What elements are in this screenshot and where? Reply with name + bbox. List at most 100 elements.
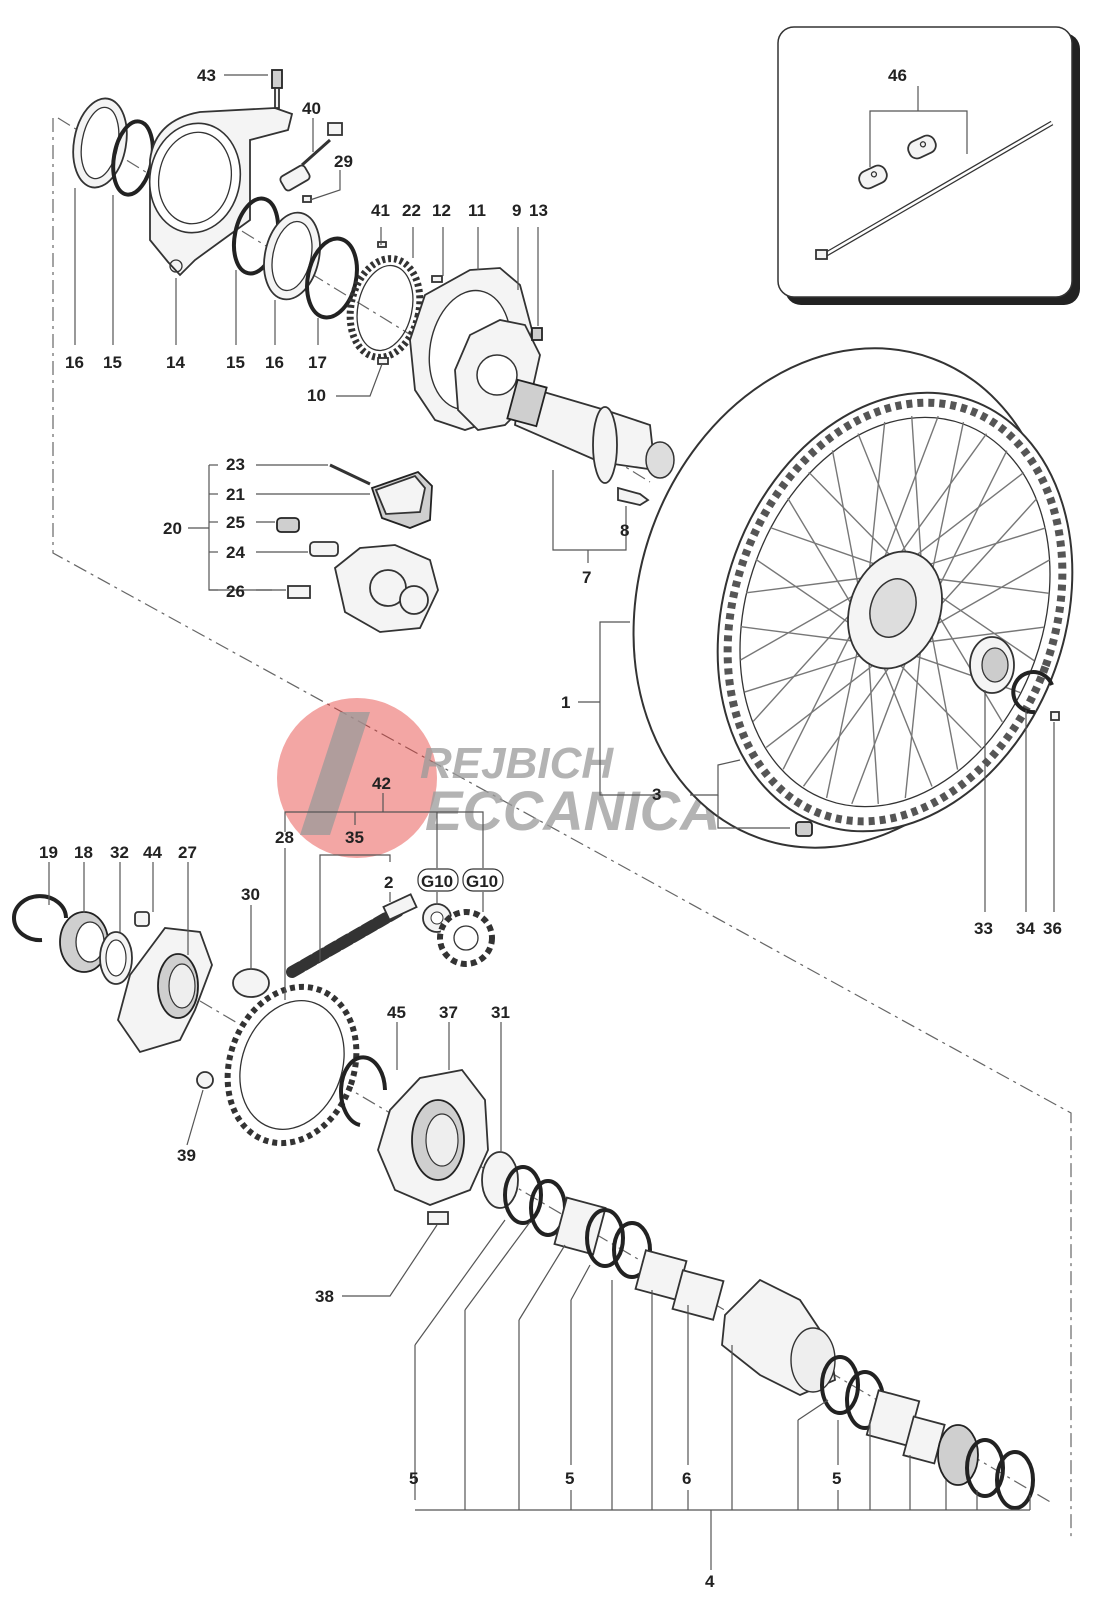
wheel-spoke bbox=[851, 654, 910, 805]
wheel-spoke bbox=[782, 627, 855, 770]
label-34: 34 bbox=[1016, 919, 1035, 938]
label-33: 33 bbox=[974, 919, 993, 938]
label-31: 31 bbox=[491, 1003, 510, 1022]
wheel-spoke bbox=[911, 416, 923, 567]
wheel-spoke bbox=[755, 558, 855, 627]
svg-text:REJBICH: REJBICH bbox=[420, 739, 614, 788]
label-14: 14 bbox=[166, 353, 185, 372]
label-19: 19 bbox=[39, 843, 58, 862]
label-36: 36 bbox=[1043, 919, 1062, 938]
label-41: 41 bbox=[371, 201, 390, 220]
wheel-spoke bbox=[802, 659, 895, 787]
label-g10-left: G10 bbox=[417, 868, 459, 892]
watermark: REJBICH ECCANICA bbox=[277, 698, 721, 858]
label-21: 21 bbox=[226, 485, 245, 504]
label-24: 24 bbox=[226, 543, 245, 562]
wheel-spoke bbox=[744, 652, 868, 693]
label-42: 42 bbox=[372, 774, 391, 793]
label-6: 6 bbox=[682, 1469, 691, 1488]
label-40: 40 bbox=[302, 99, 321, 118]
label-16-left: 16 bbox=[65, 353, 84, 372]
wheel-spoke bbox=[904, 643, 922, 799]
label-44: 44 bbox=[143, 843, 162, 862]
label-20: 20 bbox=[163, 519, 182, 538]
wheel-spoke bbox=[929, 628, 959, 770]
label-37: 37 bbox=[439, 1003, 458, 1022]
wheel-spoke bbox=[825, 642, 860, 799]
wheel-spoke bbox=[880, 659, 933, 787]
wheel-spoke bbox=[831, 450, 861, 592]
wheel-spoke bbox=[746, 576, 869, 594]
label-7: 7 bbox=[582, 568, 591, 587]
wheel-spoke bbox=[935, 450, 1008, 593]
label-4: 4 bbox=[705, 1572, 715, 1591]
wheel-spoke bbox=[867, 653, 879, 804]
svg-text:G10: G10 bbox=[421, 872, 453, 891]
label-15-right: 15 bbox=[226, 353, 245, 372]
label-27: 27 bbox=[178, 843, 197, 862]
label-16-right: 16 bbox=[265, 353, 284, 372]
wheel-spoke bbox=[930, 559, 1050, 628]
label-17: 17 bbox=[308, 353, 327, 372]
label-32: 32 bbox=[110, 843, 129, 862]
brake-carrier-assembly bbox=[72, 69, 675, 506]
wheel-spoke bbox=[740, 592, 860, 661]
wheel-spoke bbox=[895, 433, 988, 561]
label-28: 28 bbox=[275, 828, 294, 847]
label-8: 8 bbox=[620, 521, 629, 540]
wheel-spoke bbox=[921, 626, 1044, 644]
wheel-spoke bbox=[922, 527, 1046, 568]
caliper-assembly bbox=[276, 463, 439, 633]
wheel-spoke bbox=[880, 415, 939, 566]
label-39: 39 bbox=[177, 1146, 196, 1165]
wheel-spoke bbox=[868, 421, 886, 577]
label-15-left: 15 bbox=[103, 353, 122, 372]
label-29: 29 bbox=[334, 152, 353, 171]
wheel-spoke bbox=[909, 471, 1025, 561]
label-26: 26 bbox=[226, 582, 245, 601]
leader-lines bbox=[48, 74, 1055, 1570]
wheel-spoke bbox=[769, 526, 881, 567]
label-11: 11 bbox=[468, 201, 486, 220]
part-labels: 43 40 29 41 22 12 11 9 13 16 15 14 15 16… bbox=[39, 66, 1062, 1591]
label-3: 3 bbox=[652, 785, 661, 804]
wheel-spoke bbox=[894, 659, 982, 749]
wheel-spoke bbox=[935, 610, 1003, 723]
inset-box-46 bbox=[777, 26, 1080, 305]
label-35: 35 bbox=[345, 828, 364, 847]
wheel-spoke bbox=[931, 577, 1050, 594]
label-18: 18 bbox=[74, 843, 93, 862]
label-45: 45 bbox=[387, 1003, 406, 1022]
label-2: 2 bbox=[384, 873, 393, 892]
wheel-spoke bbox=[752, 609, 855, 722]
label-1: 1 bbox=[561, 693, 570, 712]
svg-text:G10: G10 bbox=[466, 872, 498, 891]
label-30: 30 bbox=[241, 885, 260, 904]
wheel-spoke bbox=[857, 433, 910, 561]
label-46: 46 bbox=[888, 66, 907, 85]
label-22: 22 bbox=[402, 201, 421, 220]
wheel-spoke bbox=[740, 626, 859, 643]
label-13: 13 bbox=[529, 201, 548, 220]
wheel-spoke bbox=[935, 593, 1035, 662]
wheel-spoke bbox=[765, 659, 881, 749]
label-9: 9 bbox=[512, 201, 521, 220]
bearing-stack bbox=[503, 1165, 1035, 1510]
label-25: 25 bbox=[226, 513, 245, 532]
label-12: 12 bbox=[432, 201, 451, 220]
label-10: 10 bbox=[307, 386, 326, 405]
wheel-spoke bbox=[930, 421, 965, 578]
svg-text:ECCANICA: ECCANICA bbox=[425, 779, 721, 842]
label-5-second: 5 bbox=[565, 1469, 574, 1488]
sprocket-assembly bbox=[12, 893, 519, 1225]
label-5-third: 5 bbox=[832, 1469, 841, 1488]
label-g10-right: G10 bbox=[462, 868, 504, 892]
label-43: 43 bbox=[197, 66, 216, 85]
wheel-spoke bbox=[808, 471, 896, 561]
rear-wheel bbox=[632, 347, 1074, 849]
wheel-spoke bbox=[787, 497, 855, 610]
wheel-spoke bbox=[935, 498, 1038, 611]
label-5-first: 5 bbox=[409, 1469, 418, 1488]
label-23: 23 bbox=[226, 455, 245, 474]
